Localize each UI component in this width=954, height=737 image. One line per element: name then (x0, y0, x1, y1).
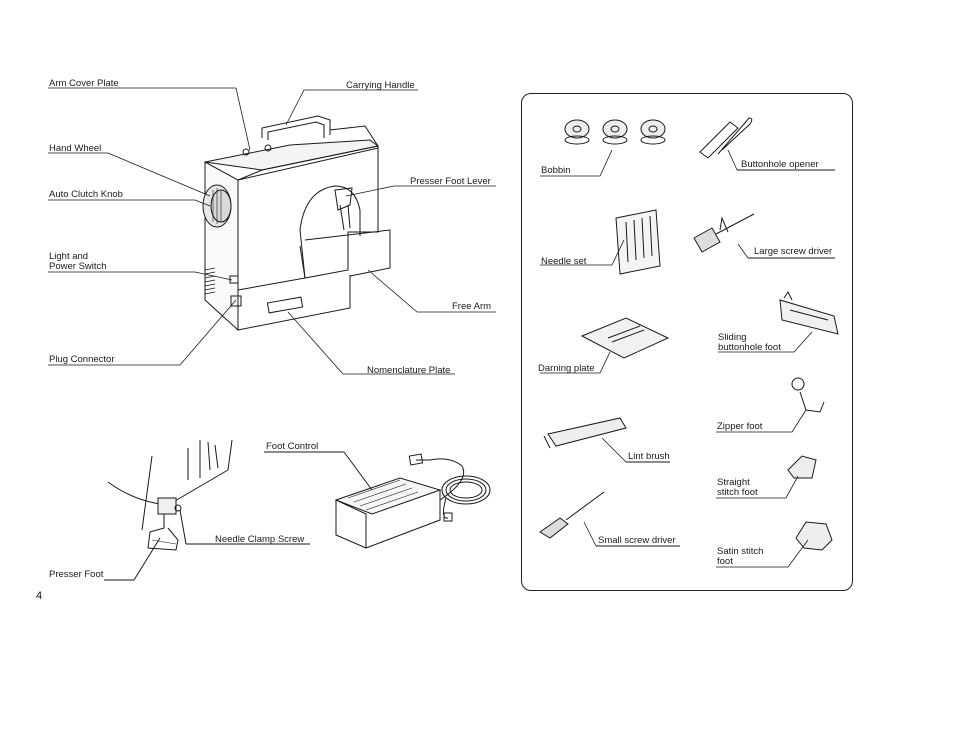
label-sliding-buttonhole-foot-line1: Sliding (718, 332, 747, 343)
label-foot-control: Foot Control (266, 441, 319, 452)
label-free-arm: Free Arm (452, 301, 492, 312)
label-sliding-buttonhole-foot-line2: buttonhole foot (718, 342, 781, 353)
label-plug-connector: Plug Connector (49, 354, 115, 365)
label-buttonhole-opener: Buttonhole opener (741, 159, 819, 170)
label-nomenclature-plate: Nomenclature Plate (367, 365, 451, 376)
label-hand-wheel: Hand Wheel (49, 143, 102, 154)
label-lint-brush: Lint brush (628, 451, 670, 462)
buttonhole-opener-icon (699, 117, 753, 159)
label-carrying-handle: Carrying Handle (346, 80, 415, 91)
label-bobbin: Bobbin (541, 165, 571, 176)
zipper-foot-icon (791, 377, 825, 413)
label-arm-cover-plate: Arm Cover Plate (49, 78, 119, 89)
label-small-screw-driver: Small screw driver (598, 535, 676, 546)
bobbin-icons (564, 119, 666, 145)
needle-area-illustration (104, 439, 310, 581)
straight-stitch-foot-icon (787, 455, 817, 479)
label-satin-stitch-foot-line2: foot (717, 556, 733, 567)
darning-plate-icon (580, 317, 670, 359)
label-light-power-switch-line1: Light and (49, 251, 89, 262)
small-screw-driver-icon (539, 491, 605, 539)
machine-leader-lines (48, 87, 496, 375)
large-screw-driver-icon (693, 213, 755, 253)
accessories-illustrations (539, 117, 839, 568)
lint-brush-icon (543, 417, 627, 449)
label-light-power-switch-line2: Power Switch (49, 261, 107, 272)
label-straight-stitch-foot-line2: stitch foot (717, 487, 758, 498)
label-needle-set: Needle set (541, 256, 587, 267)
foot-control-illustration (264, 451, 491, 549)
label-auto-clutch-knob: Auto Clutch Knob (49, 189, 123, 200)
label-darning-plate: Darning plate (538, 363, 595, 374)
sliding-buttonhole-foot-icon (779, 291, 839, 335)
label-satin-stitch-foot-line1: Satin stitch (717, 546, 764, 557)
sewing-machine-illustration (202, 115, 391, 332)
label-straight-stitch-foot-line1: Straight (717, 477, 750, 488)
page-number: 4 (36, 590, 43, 602)
label-needle-clamp-screw: Needle Clamp Screw (215, 534, 305, 545)
label-presser-foot: Presser Foot (49, 569, 104, 580)
label-zipper-foot: Zipper foot (717, 421, 763, 432)
needle-set-icon (615, 209, 661, 275)
satin-stitch-foot-icon (795, 521, 833, 551)
label-large-screw-driver: Large screw driver (754, 246, 833, 257)
accessories-frame (521, 93, 853, 591)
label-presser-foot-lever: Presser Foot Lever (410, 176, 491, 187)
